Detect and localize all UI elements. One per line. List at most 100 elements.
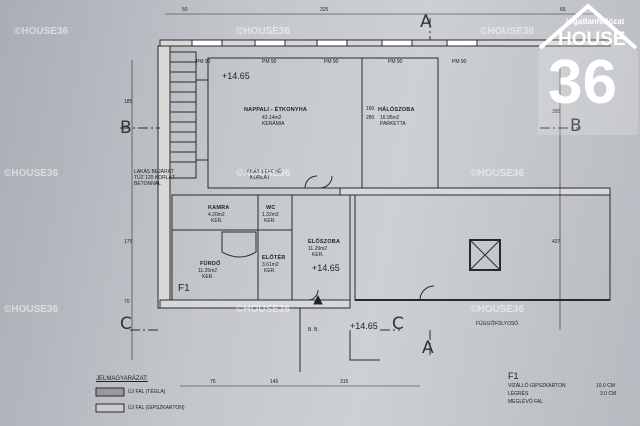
spec-row-1-label: VÍZÁLLÓ GIPSZKARTON (508, 383, 566, 389)
dim-right-2: 437 (552, 239, 561, 245)
living-room-name: NAPPALI - ÉTKONYHA (244, 107, 308, 113)
pantry-area: 4.20m2 (208, 212, 225, 218)
window-label-4: PM 90 (388, 59, 403, 65)
watermark-9: ©HOUSE36 (470, 304, 525, 315)
logo-number: 36 (548, 48, 617, 117)
entrance-arrow (313, 294, 323, 305)
staircase (169, 51, 197, 179)
window-4 (381, 39, 413, 47)
logo-tagline: ingatlanhálózat (566, 17, 625, 26)
door-arc-2 (319, 175, 333, 189)
level-corridor: +14.65 (350, 321, 378, 331)
stair-note-2: TŰZ 120 KORLÁT (134, 175, 175, 181)
window-1 (191, 39, 223, 47)
bedroom-floor: PARKETTA (380, 121, 406, 127)
section-mark-b-right: B (570, 118, 582, 135)
logo-name: HOUSE (558, 29, 626, 50)
spec-code: F1 (508, 371, 519, 381)
door-arc-3 (419, 285, 435, 301)
watermark-3: ©HOUSE36 (480, 26, 535, 37)
window-3 (316, 39, 348, 47)
bottom-wall (159, 299, 351, 309)
pantry-floor: KER. (211, 218, 223, 224)
hall-floor: KER. (312, 252, 324, 258)
watermark-1: ©HOUSE36 (14, 26, 69, 37)
dim-bottom-2: 145 (270, 379, 279, 385)
kitchen-counter (195, 79, 209, 161)
bathroom-floor: KER. (202, 274, 214, 280)
inner-hall-floor: KER. (264, 268, 276, 274)
door-arc-1 (304, 175, 318, 189)
section-mark-b-left: B (120, 118, 132, 138)
spec-row-2-value: 3.0 CM (600, 391, 617, 397)
hall-name: ELŐSZOBA (308, 239, 341, 245)
hall-area: 11.29m2 (308, 246, 328, 252)
window-label-5: PM 90 (452, 59, 467, 65)
level-main: +14.65 (222, 71, 250, 81)
wc-name: WC (266, 205, 276, 211)
dim-top-1: 50 (182, 7, 188, 13)
level-hall: +14.65 (312, 263, 340, 273)
mid-wall (339, 187, 611, 196)
watermark-5: ©HOUSE36 (236, 168, 291, 179)
watermark-4: ©HOUSE36 (4, 168, 59, 179)
entrance-door-arc (307, 289, 319, 301)
dimension-lines (131, 13, 600, 387)
section-mark-a-top: A (420, 12, 432, 32)
house36-logo: ingatlanhálózat HOUSE 36 (536, 0, 640, 135)
spec-row-3-label: MEGLÉVŐ FAL (508, 399, 544, 405)
legend-swatch-drywall (95, 403, 125, 413)
window-label-2: PM 90 (262, 59, 277, 65)
dim-bottom-3: 315 (340, 379, 349, 385)
dim-left-1: 185 (124, 99, 133, 105)
dim-bottom-1: 75 (210, 379, 216, 385)
window-label-1: PM 90 (196, 59, 211, 65)
dim-right-1: 395 (552, 110, 560, 115)
legend-item-drywall: ÚJ FAL (GIPSZKARTON) (128, 405, 185, 411)
bedroom-dim-1: 160 (366, 106, 375, 112)
dim-left-3: 70 (124, 299, 130, 305)
watermark-7: ©HOUSE36 (4, 304, 59, 315)
dim-top-2: 325 (320, 7, 329, 13)
right-area-outline (354, 194, 611, 301)
spec-row-1-value: 10.0 CM (596, 383, 615, 389)
wc-area: 1.32m2 (262, 212, 279, 218)
wc-floor: KER. (264, 218, 276, 224)
pantry-name: KAMRA (208, 205, 230, 211)
corridor-label: FÜGGŐFOLYOSÓ (476, 321, 519, 327)
entrance-label: B. B. (308, 327, 319, 333)
section-mark-c-left: C (120, 314, 132, 334)
corridor-edge (349, 330, 380, 361)
section-mark-f1: F1 (178, 283, 190, 294)
window-5 (446, 39, 478, 47)
stair-right-note-2: KORLÁT (250, 175, 271, 181)
living-room-floor: KERÁMIA (262, 121, 285, 127)
legend-swatch-brick (95, 387, 125, 397)
legend-item-brick: ÚJ FAL (TÉGLA) (128, 389, 166, 395)
window-2 (254, 39, 286, 47)
stair-right-note-1: LAKÁS LEPCSŐ (244, 169, 282, 175)
watermark-8: ©HOUSE36 (236, 304, 291, 315)
bedroom-area: 16.95m2 (380, 115, 400, 121)
stair-note-3: BETONNAL (134, 181, 161, 187)
inner-hall-area: 3.61m2 (262, 262, 279, 268)
legend-title: JELMAGYARÁZAT: (96, 376, 148, 382)
spec-row-2-label: LÉGRÉS (508, 391, 529, 397)
watermark-2: ©HOUSE36 (236, 26, 291, 37)
section-mark-c-right: C (392, 314, 404, 334)
window-label-3: PM 90 (324, 59, 339, 65)
bedroom-name: HÁLÓSZOBA (378, 107, 415, 113)
living-room-area: 43.14m2 (262, 115, 282, 121)
house-roof-icon (538, 3, 638, 135)
section-mark-a-bottom: A (422, 338, 434, 358)
bathroom-area: 11.25m2 (198, 268, 218, 274)
shaft (469, 239, 501, 271)
bathroom-name: FÜRDŐ (200, 261, 221, 267)
dim-left-2: 175 (124, 239, 133, 245)
inner-hall-name: ELŐTÉR (262, 255, 286, 261)
watermark-6: ©HOUSE36 (470, 168, 525, 179)
bedroom-dim-2: 280 (366, 115, 375, 121)
dim-top-3: 65 (560, 7, 566, 13)
